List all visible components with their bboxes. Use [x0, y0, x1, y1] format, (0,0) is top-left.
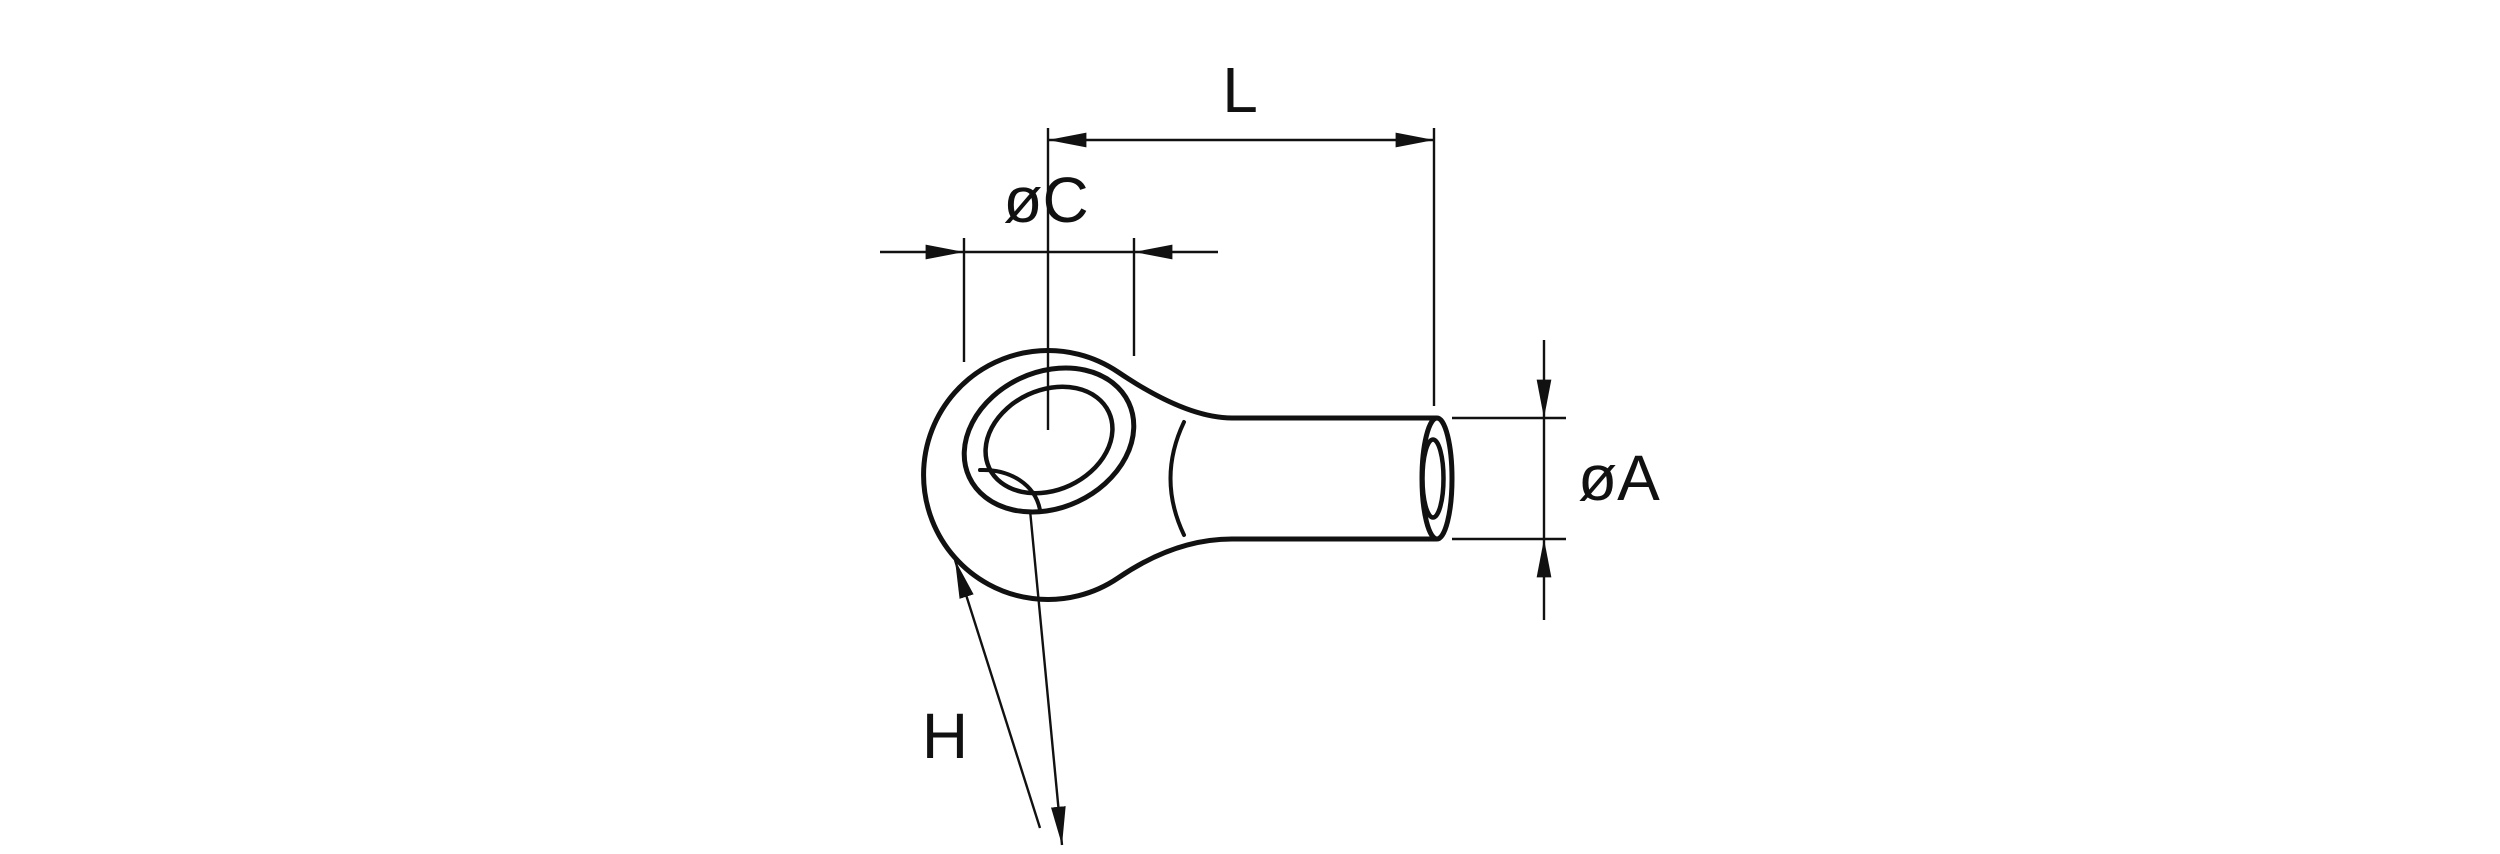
- dim-H-leader-inner: [1028, 509, 1066, 846]
- dim-label-L: L: [1222, 54, 1258, 126]
- dim-diameter-C: øC: [880, 164, 1218, 362]
- eye-hole-bore-arc: [978, 467, 1042, 512]
- tube-bore-ellipse: [1420, 437, 1446, 520]
- dim-label-diameter-A: øA: [1578, 442, 1660, 514]
- eye-hole-outer-rim: [961, 365, 1137, 515]
- tube-junction-curve: [1168, 420, 1186, 537]
- dim-H: H: [922, 509, 1066, 846]
- dim-H-leader-outer: [953, 559, 1042, 829]
- part-geometry: [921, 348, 1455, 602]
- dim-diameter-A: øA: [1452, 340, 1660, 620]
- dim-label-H: H: [922, 700, 968, 772]
- eye-hole-inner-rim: [983, 384, 1115, 496]
- dim-label-diameter-C: øC: [1003, 164, 1088, 236]
- tube-end-ellipse: [1419, 415, 1455, 542]
- dim-L: L: [1046, 54, 1436, 430]
